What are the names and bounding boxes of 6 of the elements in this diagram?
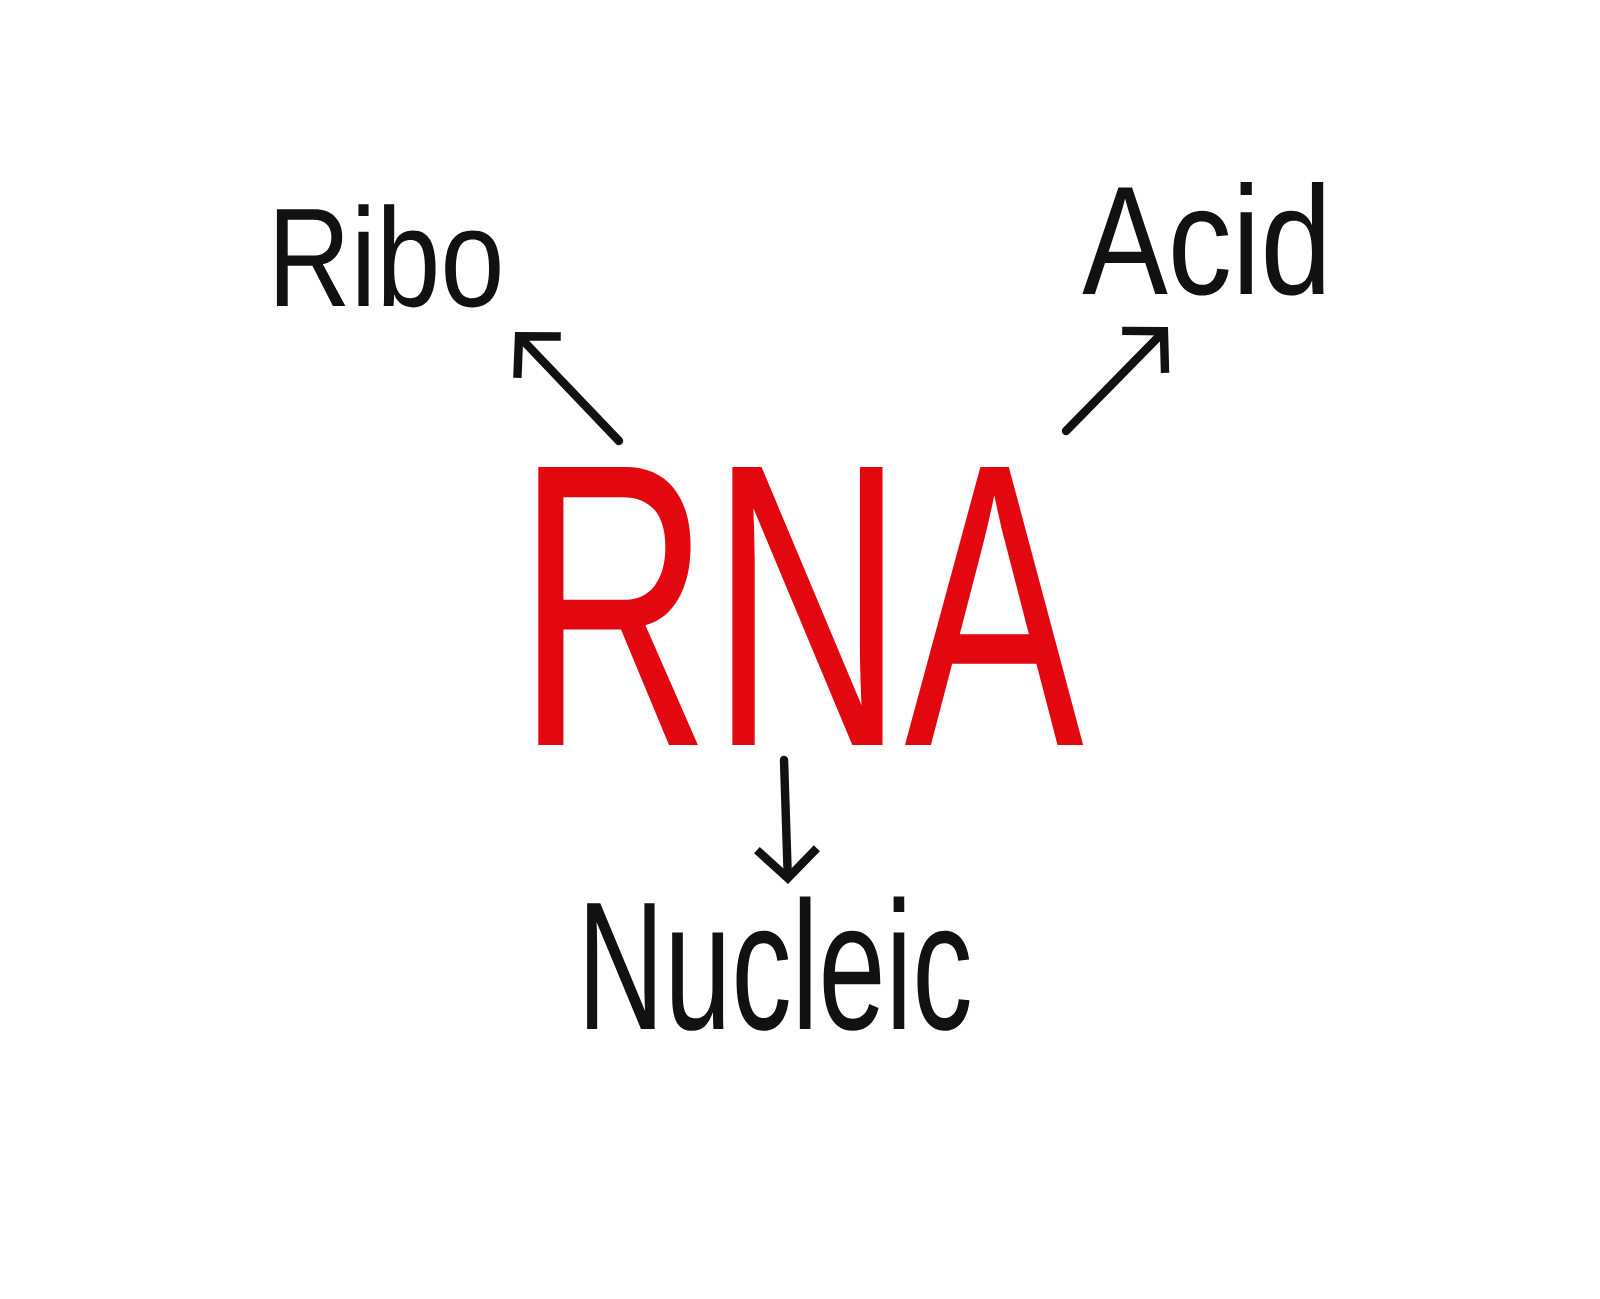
arrow xyxy=(1061,326,1170,436)
word-label: Acid xyxy=(1082,181,1324,296)
acronym-text: RNA xyxy=(538,466,1084,745)
word-label: Nucleic xyxy=(587,896,970,1031)
word-label: Ribo xyxy=(276,204,500,308)
arrow xyxy=(513,332,624,446)
